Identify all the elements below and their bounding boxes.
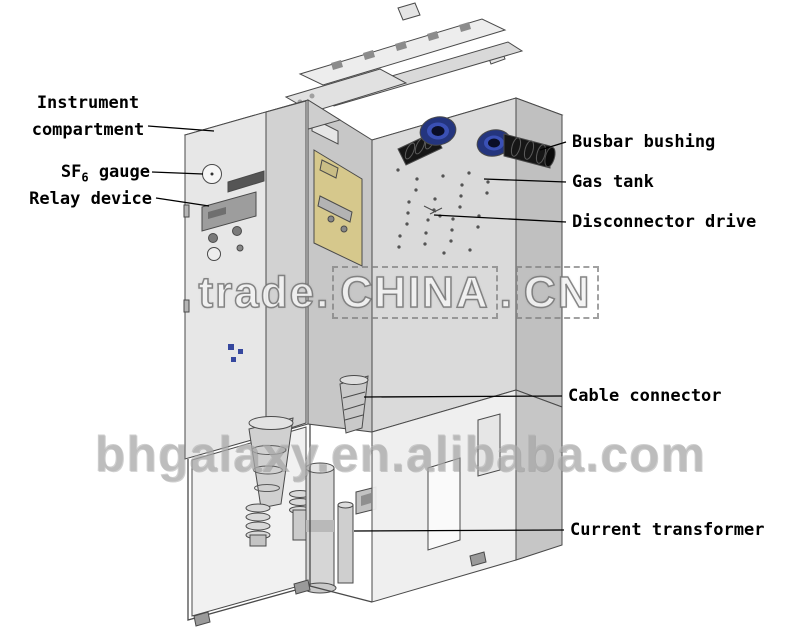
weld-speckles: [396, 168, 490, 255]
label-line: compartment: [31, 120, 145, 140]
gas-tank-body: [370, 97, 564, 433]
leader-busbar-bushing: [539, 141, 567, 151]
label-sf6-gauge: SF6 gauge: [60, 162, 150, 185]
insulator-cone: [248, 416, 294, 509]
busbar-bushing-left: [397, 116, 457, 166]
leader-sf6-gauge: [151, 171, 204, 175]
rear-top-flange: [284, 2, 524, 113]
label-relay-device: Relay device: [29, 189, 152, 209]
leader-gas-tank: [483, 178, 567, 183]
label-line: Instrument: [36, 93, 140, 113]
instrument-compartment-body: [183, 99, 342, 460]
label-busbar-bushing: Busbar bushing: [572, 132, 716, 152]
leader-cable-connector: [363, 395, 563, 398]
label-instrument-compartment: Instrument compartment: [26, 90, 150, 144]
leader-relay-device: [155, 197, 210, 207]
sf6-gauge-dial: [202, 164, 222, 184]
leader-instrument-compartment: [147, 125, 215, 132]
label-cable-connector: Cable connector: [568, 386, 722, 406]
label-gas-tank: Gas tank: [572, 172, 654, 192]
busbar-bushing-right: [476, 129, 556, 169]
label-disconnector-drive: Disconnector drive: [572, 212, 757, 232]
leader-disconnector-drive: [433, 214, 567, 223]
insulator-stack-right: [289, 490, 311, 541]
leader-lines: [147, 125, 567, 532]
relay-device-panel: [201, 191, 257, 243]
label-current-transformer: Current transformer: [570, 520, 765, 540]
cable-connector-cone: [339, 375, 369, 434]
current-transformer-cylinder: [303, 462, 354, 594]
insulator-stack-left: [245, 503, 271, 547]
leader-current-transformer: [353, 529, 565, 532]
cable-compartment: [187, 375, 563, 627]
